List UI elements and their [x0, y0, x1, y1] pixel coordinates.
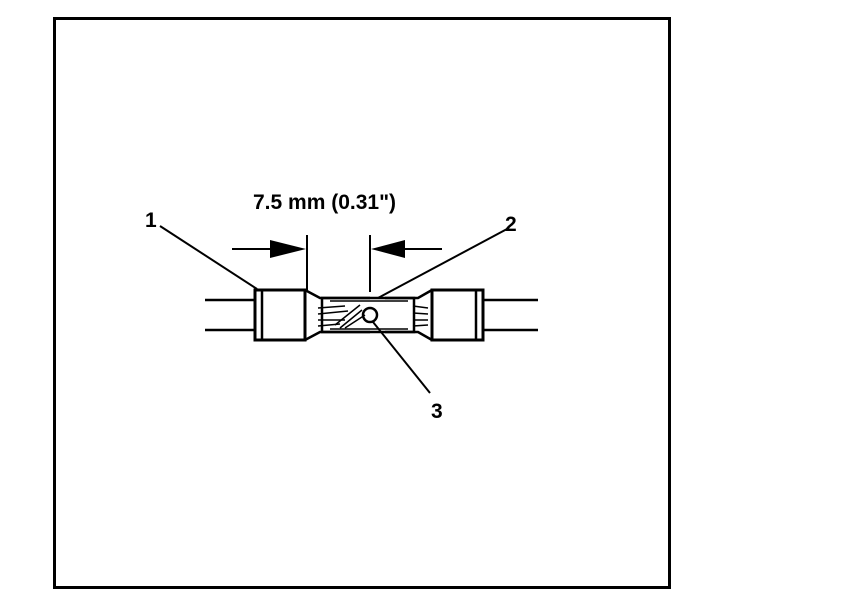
center-crimp-barrel — [317, 296, 429, 334]
dimension-label: 7.5 mm (0.31") — [253, 191, 396, 214]
diagram-frame — [53, 17, 671, 589]
right-heat-shrink-sleeve — [385, 288, 485, 342]
dimension-arrow-right-head — [371, 240, 405, 258]
inspection-hole — [361, 306, 379, 324]
callout-3-label: 3 — [431, 400, 443, 423]
callout-3-leader — [372, 321, 431, 394]
dimension-arrow-left-head — [270, 240, 306, 258]
callout-1-leader — [159, 225, 258, 290]
callout-1-label: 1 — [145, 209, 157, 232]
callout-2-label: 2 — [505, 213, 517, 236]
callout-2-leader — [377, 228, 508, 299]
